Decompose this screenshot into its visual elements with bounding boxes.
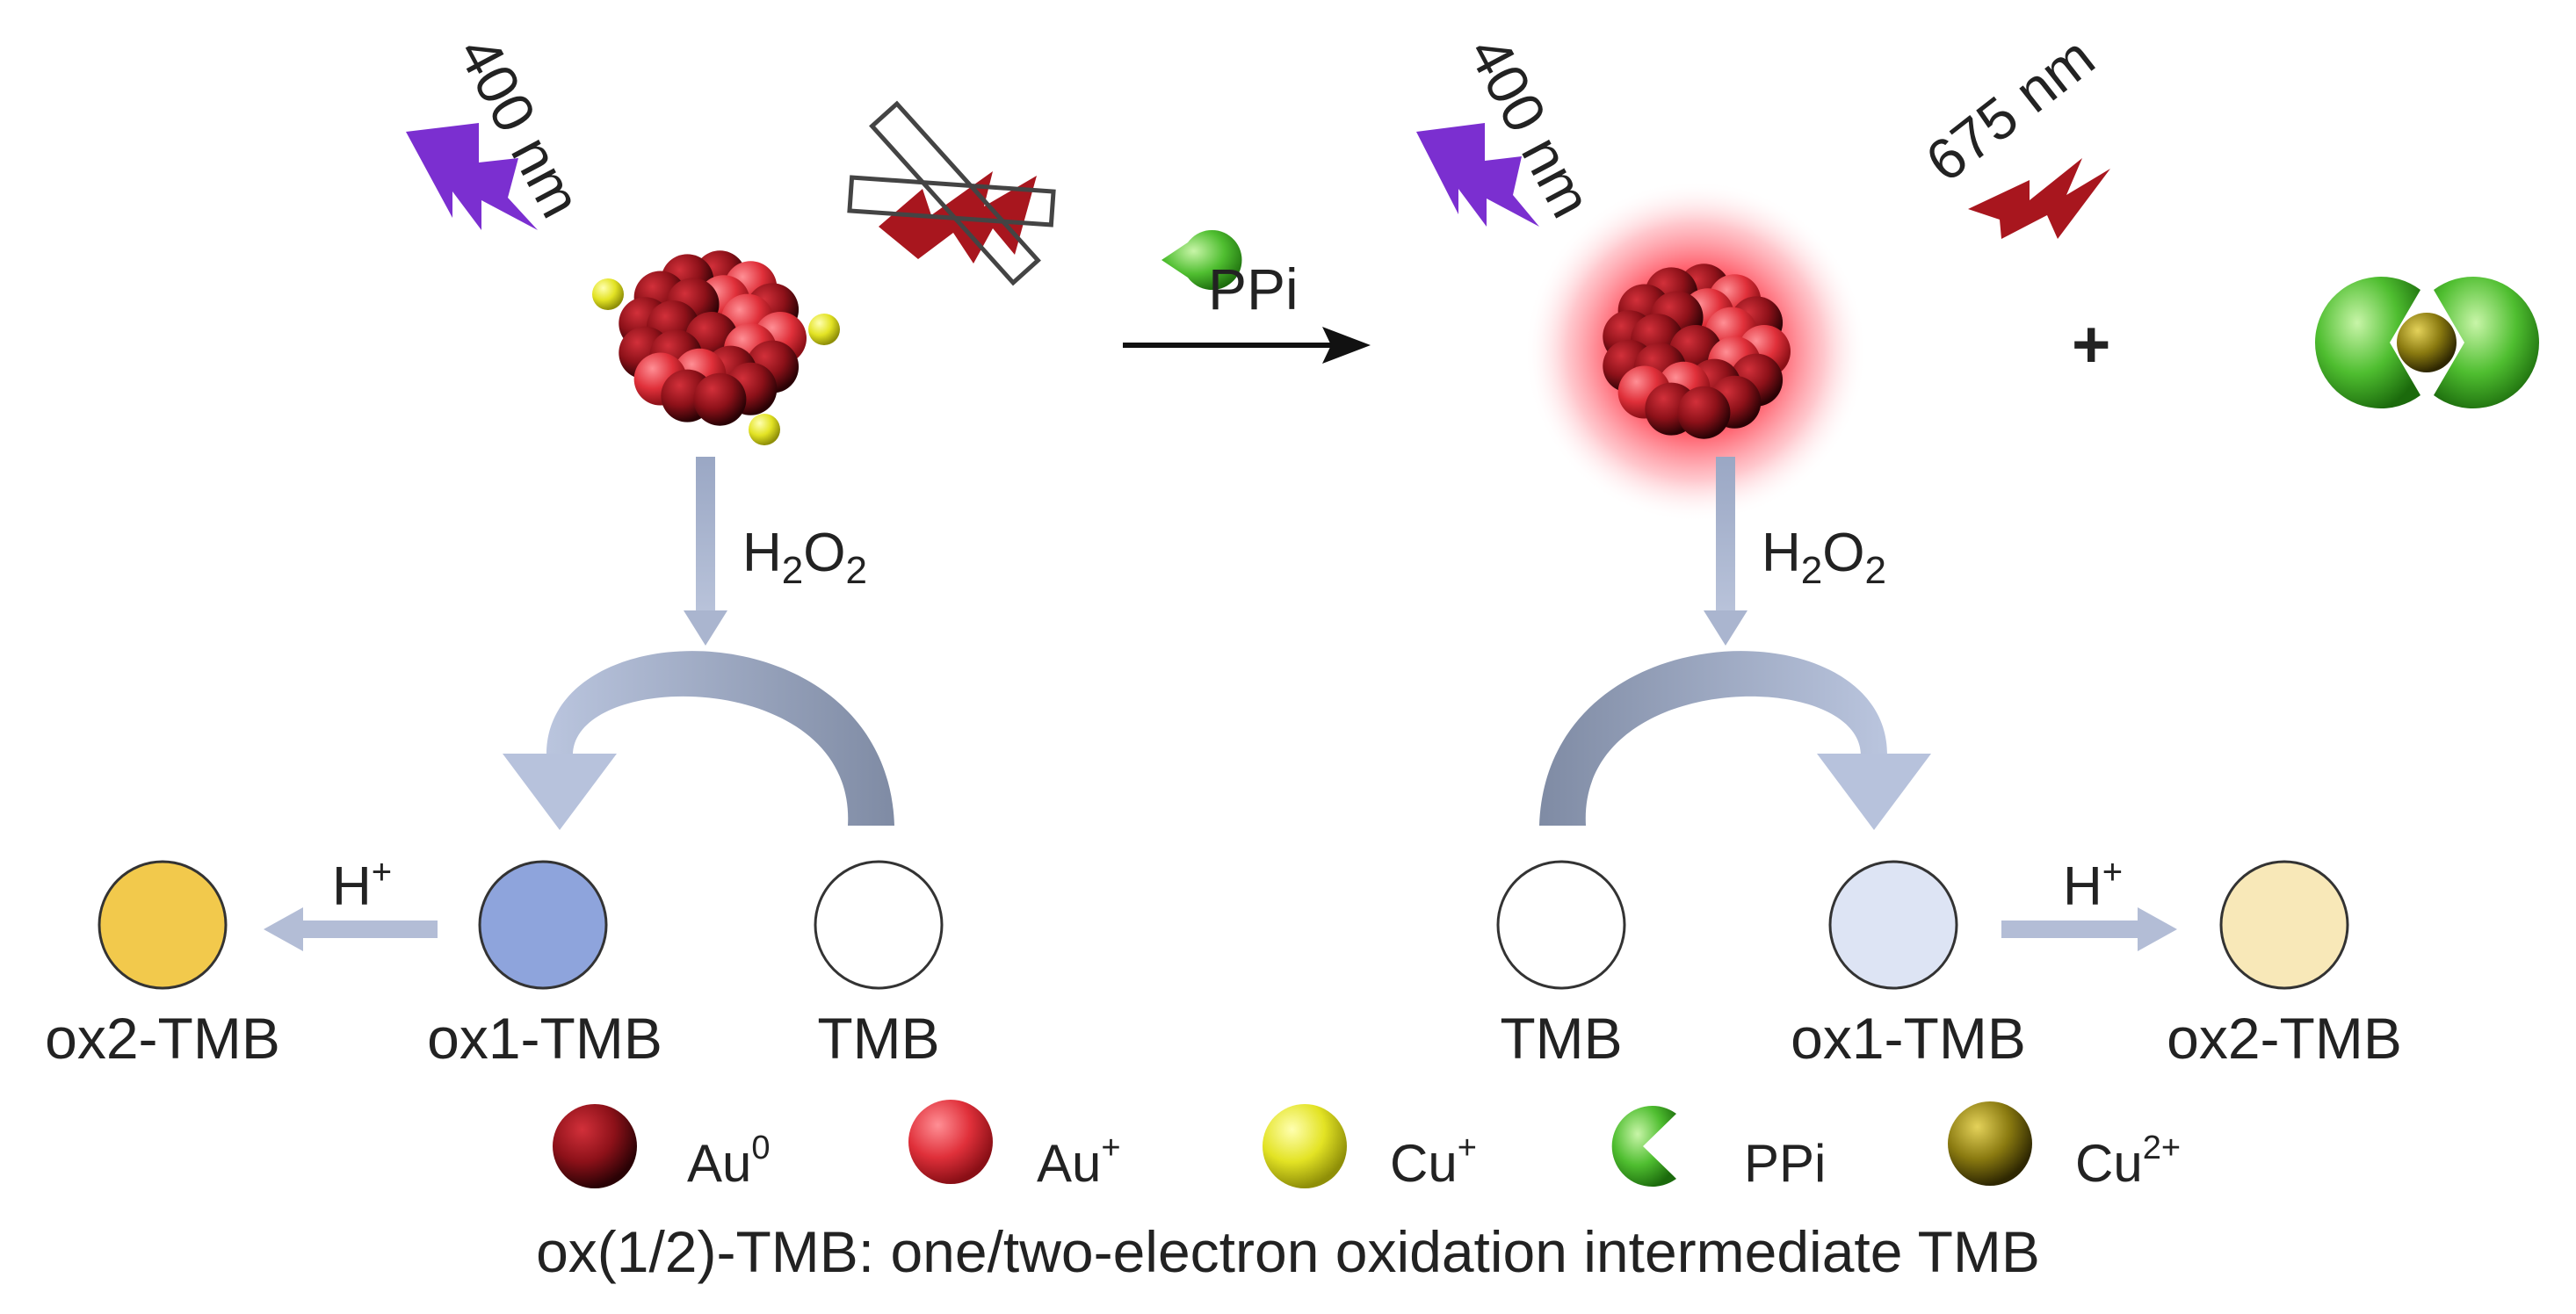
gold-cluster-emissive: [1603, 264, 1791, 439]
reaction-arrow: [1123, 327, 1371, 364]
legend-label: PPi: [1744, 1134, 1826, 1193]
caption: ox(1/2)-TMB: one/two-electron oxidation …: [536, 1219, 2040, 1284]
cu-plus-atom: [808, 314, 840, 345]
h2o2-arrow-right: [1704, 457, 1747, 646]
product-label: ox2-TMB: [2167, 1006, 2402, 1071]
legend-cu-plus-icon: [1263, 1104, 1347, 1188]
acid-arrow-right: [2001, 907, 2177, 951]
ppi-cu-complex-icon: [2315, 277, 2539, 408]
legend-label: Au0: [687, 1130, 771, 1193]
product-circle: [98, 860, 228, 990]
reagent-label: PPi: [1208, 256, 1299, 321]
legend-cu2-icon: [1948, 1101, 2032, 1186]
cu-plus-atom: [749, 414, 780, 445]
legend-au0-icon: [553, 1104, 637, 1188]
lightning-violet-right-icon: [1416, 123, 1539, 227]
catalytic-curve-left: [503, 651, 894, 830]
au0-atom: [1677, 386, 1731, 439]
acid-arrow-left: [264, 907, 438, 951]
product-circle: [2219, 860, 2349, 990]
gold-cluster-quenched: [592, 250, 840, 445]
product-label: ox1-TMB: [1791, 1006, 2026, 1071]
legend-ppi-icon: [1611, 1105, 1676, 1188]
legend-label: Au+: [1037, 1130, 1121, 1193]
acid-label-left: H+: [332, 853, 392, 917]
h2o2-arrow-left: [684, 457, 727, 646]
legend-label: Cu2+: [2075, 1130, 2181, 1193]
plus-sign: +: [2072, 307, 2110, 382]
legend-label: Cu+: [1390, 1130, 1477, 1193]
product-label: ox1-TMB: [427, 1006, 662, 1071]
blocked-emission-icon: [847, 100, 1056, 286]
au0-atom: [693, 372, 747, 426]
cu-plus-atom: [592, 278, 624, 310]
product-label: ox2-TMB: [45, 1006, 280, 1071]
product-circle: [1496, 860, 1626, 990]
product-label: TMB: [817, 1006, 939, 1071]
lightning-red-emission-icon: [1968, 158, 2110, 239]
product-circle: [814, 860, 944, 990]
oxidant-label-left: H2O2: [742, 523, 867, 592]
product-label: TMB: [1500, 1006, 1622, 1071]
legend-au-plus-icon: [908, 1100, 993, 1184]
ppi-icon: [1161, 230, 1242, 290]
lightning-violet-left-icon: [406, 123, 538, 230]
oxidant-label-right: H2O2: [1762, 523, 1886, 592]
acid-label-right: H+: [2063, 853, 2123, 917]
catalytic-curve-right: [1539, 651, 1931, 830]
product-circle: [478, 860, 608, 990]
legend: Au0 Au+ Cu+ PPi Cu2+: [553, 1100, 2181, 1193]
product-circle: [1828, 860, 1958, 990]
